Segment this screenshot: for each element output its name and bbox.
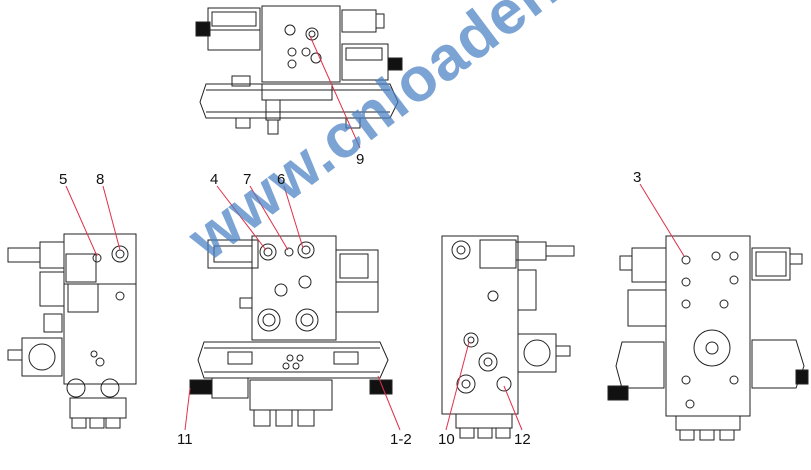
callout-4: 4 — [210, 171, 219, 188]
callout-7: 7 — [243, 171, 252, 188]
callout-1-2: 1-2 — [390, 431, 412, 448]
leader-9 — [309, 35, 361, 149]
leader-8 — [102, 185, 121, 251]
center-view-valve-assembly — [189, 235, 393, 427]
leader-7 — [249, 185, 289, 251]
callout-10: 10 — [438, 431, 455, 448]
callout-3: 3 — [633, 169, 642, 186]
leader-10 — [445, 341, 470, 431]
leader-12 — [503, 385, 523, 431]
leader-4 — [216, 185, 267, 251]
callout-9: 9 — [356, 151, 365, 168]
left-view-valve-assembly — [7, 233, 137, 429]
callout-6: 6 — [277, 171, 286, 188]
leader-1-2 — [377, 375, 401, 431]
leader-3 — [639, 183, 685, 257]
callout-12: 12 — [514, 431, 531, 448]
callout-11: 11 — [177, 431, 193, 448]
right-view-valve-assembly — [607, 235, 809, 441]
leader-6 — [283, 185, 304, 249]
top-view-valve-assembly — [195, 5, 403, 135]
leader-11 — [184, 387, 191, 431]
callout-5: 5 — [59, 171, 68, 188]
callout-8: 8 — [96, 171, 105, 188]
leader-5 — [65, 185, 98, 257]
leader-lines — [65, 35, 685, 431]
right-center-view-valve-assembly — [441, 235, 575, 439]
